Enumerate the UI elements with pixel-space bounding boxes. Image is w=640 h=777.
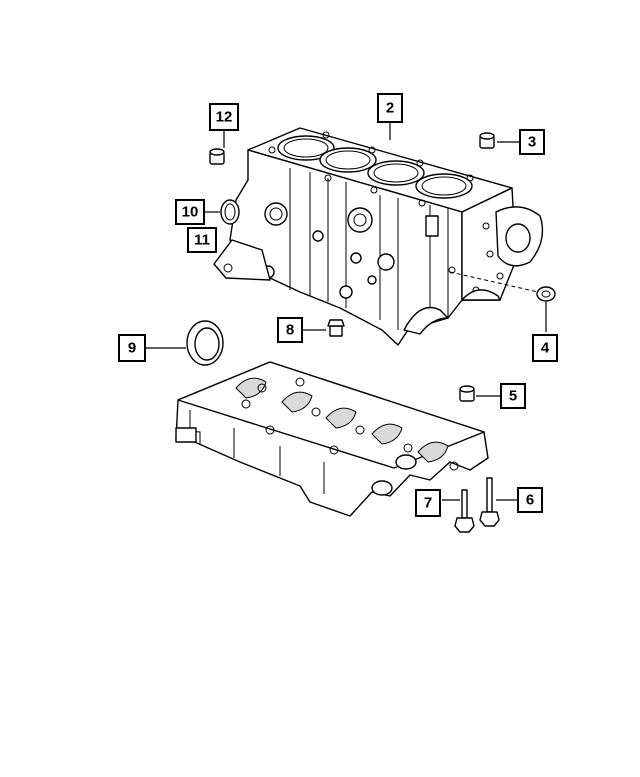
- callout-5: 5: [500, 383, 526, 409]
- callout-9: 9: [118, 334, 146, 362]
- callout-10-label: 10: [182, 204, 199, 221]
- callout-12: 12: [209, 103, 239, 131]
- callout-3: 3: [519, 129, 545, 155]
- rear-main-seal-9: [186, 320, 224, 366]
- callout-2: 2: [377, 93, 403, 123]
- callout-11-label: 11: [194, 232, 210, 249]
- callout-3-label: 3: [528, 134, 536, 151]
- bolt-7: [454, 489, 475, 533]
- leader-lines: [146, 122, 547, 501]
- engine-block: [213, 127, 544, 346]
- bolt-6: [479, 477, 500, 527]
- callout-7-label: 7: [424, 495, 432, 512]
- callout-8-label: 8: [286, 322, 294, 339]
- callout-6-label: 6: [526, 492, 534, 509]
- callout-6: 6: [517, 487, 543, 513]
- callout-4-label: 4: [541, 340, 550, 357]
- callout-7: 7: [415, 489, 441, 517]
- callout-11: 11: [187, 227, 217, 253]
- dowel-pin-5: [459, 385, 475, 402]
- callout-2-label: 2: [386, 100, 394, 117]
- callout-10: 10: [175, 199, 205, 225]
- callout-12-label: 12: [216, 109, 233, 126]
- dowel-pin-12: [209, 148, 225, 165]
- callout-8: 8: [277, 317, 303, 343]
- plug-8: [327, 319, 345, 337]
- callout-9-label: 9: [128, 340, 136, 357]
- plug-4: [449, 271, 556, 302]
- callout-5-label: 5: [509, 388, 517, 405]
- seal-ring-10: [220, 199, 240, 225]
- dowel-pin-3: [479, 132, 495, 149]
- callout-4: 4: [532, 334, 558, 362]
- bedplate: [175, 361, 489, 517]
